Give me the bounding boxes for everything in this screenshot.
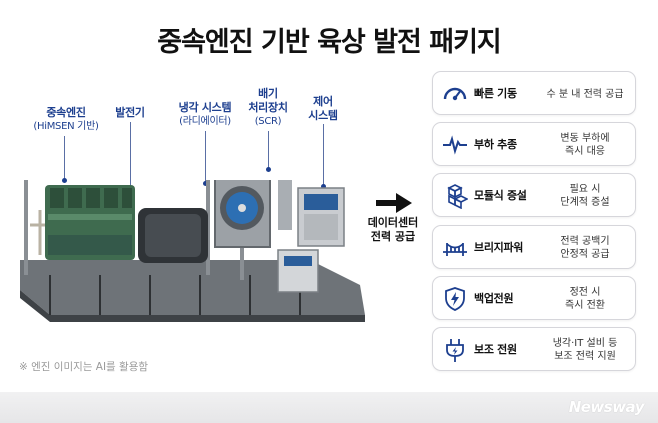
leader-control [323, 124, 324, 186]
label-exhaust: 배기 처리장치 (SCR) [244, 87, 292, 129]
label-control-line1: 제어 [313, 95, 333, 108]
datacenter-label: 데이터센터 전력 공급 [358, 216, 428, 244]
feature-list: 빠른 기동 수 분 내 전력 공급 부하 추종 변동 부하에 즉시 대응 모듈식… [432, 71, 636, 378]
feature-desc-line1: 정전 시 [569, 286, 601, 298]
feature-desc-line2: 보조 전력 지원 [554, 350, 616, 362]
feature-card-load-following: 부하 추종 변동 부하에 즉시 대응 [432, 122, 636, 167]
plug-icon [446, 338, 464, 362]
leader-engine [64, 136, 65, 180]
leader-cooling [205, 131, 206, 183]
label-exhaust-line1: 배기 [258, 87, 278, 100]
leader-dot-cooling [203, 181, 208, 186]
label-exhaust-sub: (SCR) [254, 116, 282, 127]
label-engine-name: 중속엔진 [46, 106, 86, 119]
feature-name: 백업전원 [474, 291, 514, 305]
shield-bolt-icon [445, 286, 465, 311]
label-cooling-name: 냉각 시스템 [178, 101, 232, 114]
arrow-right-icon [376, 193, 412, 213]
feature-desc: 수 분 내 전력 공급 [539, 72, 631, 116]
label-cooling: 냉각 시스템 (라디에이터) [165, 101, 245, 129]
label-control-line2: 시스템 [308, 109, 338, 122]
feature-desc-line1: 필요 시 [569, 184, 601, 196]
speedometer-icon [443, 87, 467, 101]
label-engine: 중속엔진 (HiMSEN 기반) [22, 106, 110, 134]
feature-desc: 전력 공백기 안정적 공급 [539, 226, 631, 270]
bridge-icon [443, 242, 467, 256]
leader-exhaust [268, 131, 269, 169]
label-exhaust-line2: 처리장치 [248, 101, 288, 114]
footnote: ※ 엔진 이미지는 AI를 활용함 [19, 361, 149, 373]
label-generator: 발전기 [108, 106, 152, 120]
datacenter-label-line2: 전력 공급 [370, 230, 416, 243]
label-engine-sub: (HiMSEN 기반) [33, 121, 99, 132]
feature-card-auxiliary-power: 보조 전원 냉각·IT 설비 등 보조 전력 지원 [432, 326, 636, 372]
feature-desc: 냉각·IT 설비 등 보조 전력 지원 [539, 328, 631, 372]
feature-card-fast-start: 빠른 기동 수 분 내 전력 공급 [432, 71, 636, 115]
feature-name: 빠른 기동 [474, 87, 517, 100]
pulse-icon [443, 135, 467, 155]
leader-generator [130, 122, 131, 188]
label-generator-name: 발전기 [115, 106, 145, 119]
footer-band [0, 392, 658, 423]
feature-desc-line2: 즉시 대응 [565, 146, 605, 158]
feature-card-backup-power: 백업전원 정전 시 즉시 전환 [432, 275, 636, 321]
feature-desc-line1: 냉각·IT 설비 등 [552, 337, 618, 349]
feature-desc-line1: 수 분 내 전력 공급 [546, 88, 624, 100]
generator-package-illustration [20, 180, 365, 322]
feature-card-bridge-power: 브리지파워 전력 공백기 안정적 공급 [432, 224, 636, 270]
feature-desc-line1: 전력 공백기 [560, 235, 610, 247]
feature-desc-line2: 안정적 공급 [560, 248, 610, 260]
label-cooling-sub: (라디에이터) [179, 116, 231, 127]
label-control: 제어 시스템 [300, 95, 346, 123]
feature-desc-line1: 변동 부하에 [560, 133, 610, 145]
feature-name: 브리지파워 [474, 240, 524, 254]
feature-card-modular: 모듈식 증설 필요 시 단계적 증설 [432, 173, 636, 218]
leader-dot-engine [62, 178, 67, 183]
feature-desc-line2: 단계적 증설 [560, 197, 610, 209]
cubes-icon [447, 184, 468, 210]
leader-dot-exhaust [266, 167, 271, 172]
feature-name: 모듈식 증설 [474, 189, 527, 203]
feature-desc: 정전 시 즉시 전환 [539, 277, 631, 321]
datacenter-label-line1: 데이터센터 [367, 216, 419, 229]
page-title: 중속엔진 기반 육상 발전 패키지 [157, 27, 502, 58]
feature-desc: 변동 부하에 즉시 대응 [539, 123, 631, 167]
feature-desc-line2: 즉시 전환 [565, 299, 605, 311]
brand-logo: Newsway [568, 398, 645, 416]
feature-name: 부하 추종 [474, 138, 517, 152]
feature-name: 보조 전원 [474, 342, 517, 356]
feature-desc: 필요 시 단계적 증설 [539, 174, 631, 218]
leader-dot-control [321, 184, 326, 189]
